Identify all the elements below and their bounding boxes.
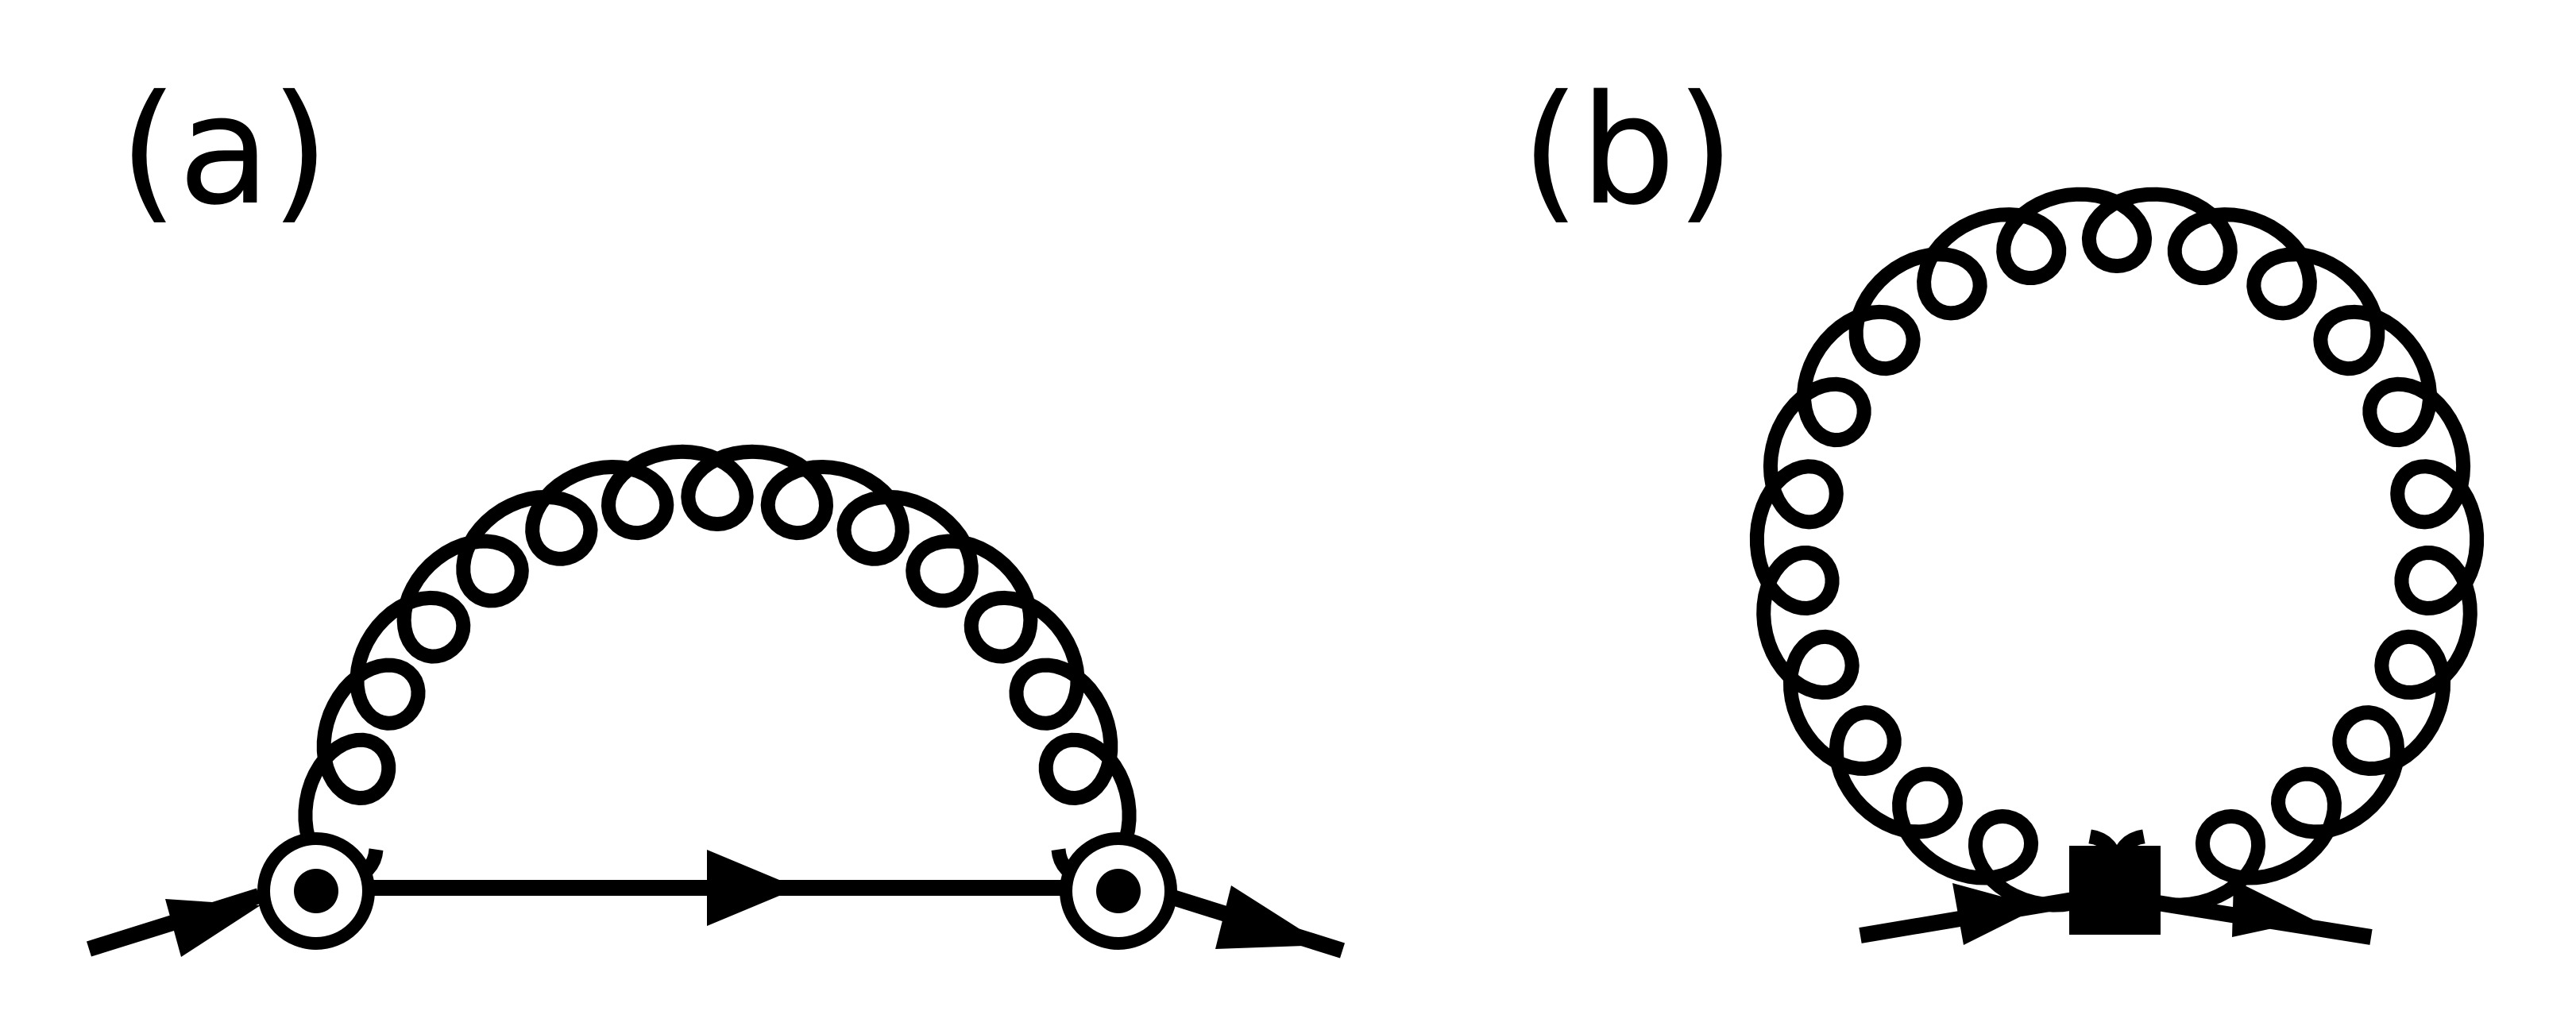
panel-b-label: (b)	[1521, 63, 1735, 238]
panel-a: (a)	[87, 63, 1345, 959]
gluon-loop-a	[298, 444, 1137, 885]
panel-a-label: (a)	[119, 63, 330, 238]
panel-b: (b)	[1521, 63, 2485, 945]
vertex-left-a	[257, 832, 375, 950]
outgoing-arrow-b	[2232, 880, 2313, 937]
vertex-square-b	[2069, 846, 2161, 935]
vertex-right-a	[1060, 832, 1177, 950]
internal-arrow-a	[707, 850, 798, 926]
incoming-arrow-b	[1952, 883, 2040, 945]
gluon-loop-b	[1749, 187, 2485, 912]
outgoing-arrow-a	[1215, 885, 1325, 949]
incoming-arrow-a	[165, 899, 261, 957]
